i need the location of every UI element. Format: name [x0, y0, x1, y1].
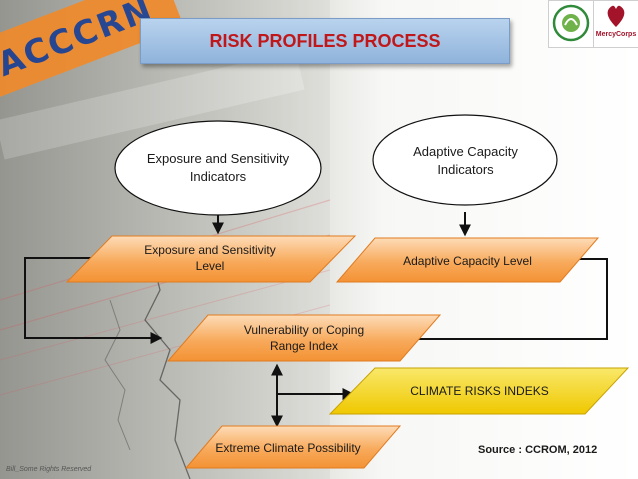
box-exposure-level-text: Exposure and Sensitivity Level	[110, 242, 310, 274]
oval-exposure-line-2: Indicators	[189, 169, 247, 184]
connectors	[24, 212, 608, 428]
acccrn-seal-logo	[548, 0, 594, 48]
box-climate-risks	[328, 367, 630, 415]
box-exposure-level-line-2: Level	[195, 259, 225, 273]
seal-icon	[552, 4, 590, 42]
mercycorps-icon	[607, 5, 625, 28]
box-climate-risks-text: CLIMATE RISKS INDEKS	[372, 383, 587, 399]
box-vulnerability-text: Vulnerability or Coping Range Index	[204, 322, 404, 354]
oval-adaptive-line-1: Adaptive Capacity	[413, 144, 518, 159]
box-adaptive-level-line-1: Adaptive Capacity Level	[403, 254, 532, 268]
box-extreme-climate-text: Extreme Climate Possibility	[198, 440, 378, 456]
oval-adaptive-text: Adaptive Capacity Indicators	[368, 143, 563, 179]
box-adaptive-level	[335, 237, 600, 283]
box-exposure-level	[65, 235, 357, 283]
box-extreme-climate	[184, 425, 402, 469]
box-vulnerability-line-2: Range Index	[269, 339, 339, 353]
box-exposure-level-line-1: Exposure and Sensitivity	[144, 243, 276, 257]
oval-exposure-text: Exposure and Sensitivity Indicators	[118, 150, 318, 186]
photo-watermark: Bill_Some Rights Reserved	[6, 466, 92, 473]
box-adaptive-level-text: Adaptive Capacity Level	[370, 253, 565, 269]
arrow-adaptive-to-vulnerability	[395, 258, 608, 345]
box-extreme-climate-line-1: Extreme Climate Possibility	[215, 441, 361, 455]
mercycorps-text: MercyCorps	[595, 31, 637, 38]
box-climate-risks-line-1: CLIMATE RISKS INDEKS	[410, 384, 549, 398]
oval-adaptive-indicators	[372, 114, 558, 206]
box-vulnerability-line-1: Vulnerability or Coping	[243, 323, 365, 337]
oval-adaptive-line-2: Indicators	[437, 162, 494, 177]
arrow-exposure-to-vulnerability	[24, 257, 163, 344]
source-note: Source : CCROM, 2012	[478, 444, 598, 456]
box-vulnerability	[166, 314, 442, 362]
page-title: RISK PROFILES PROCESS	[140, 18, 510, 64]
oval-exposure-line-1: Exposure and Sensitivity	[146, 151, 290, 166]
mercycorps-logo: MercyCorps	[594, 0, 638, 48]
